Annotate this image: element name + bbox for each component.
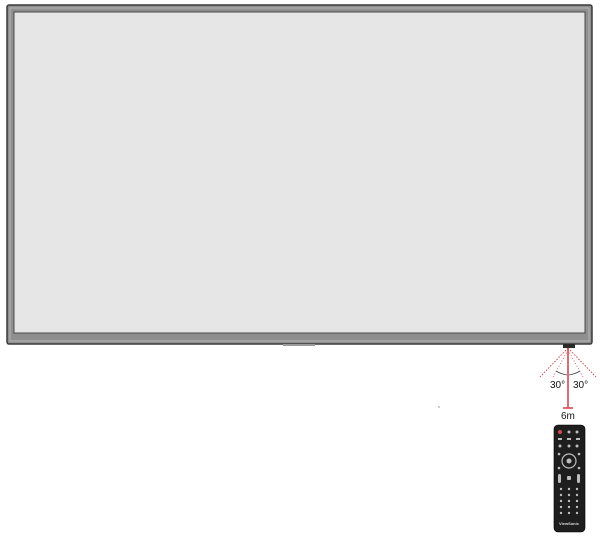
angle-arc-left <box>555 370 568 376</box>
remote-button <box>558 444 562 448</box>
number-pad <box>559 487 579 515</box>
remote-button <box>567 438 571 440</box>
remote-button <box>575 430 579 434</box>
remote-button <box>558 438 562 440</box>
volume-rocker <box>558 474 561 483</box>
number-key <box>559 487 563 491</box>
distance-label: 6m <box>561 411 575 422</box>
ir-sensor-window <box>563 344 575 348</box>
number-key <box>559 505 563 509</box>
remote-button <box>557 466 561 470</box>
number-key <box>575 487 579 491</box>
remote-button <box>577 452 581 456</box>
cone-right-edge <box>567 347 597 378</box>
remote-button <box>575 444 579 448</box>
number-key <box>567 499 571 503</box>
ir-reception-cone <box>539 347 597 409</box>
number-key <box>559 499 563 503</box>
channel-rocker <box>577 474 580 483</box>
remote-button <box>577 466 581 470</box>
number-key <box>567 511 571 515</box>
number-key <box>567 487 571 491</box>
remote-control: ViewSonic <box>553 424 586 533</box>
remote-button <box>567 476 571 480</box>
number-key <box>575 499 579 503</box>
angle-arc-right <box>568 370 581 376</box>
display-panel <box>6 4 593 346</box>
remote-button <box>567 430 571 434</box>
number-key <box>559 511 563 515</box>
stray-dot <box>438 406 440 408</box>
number-key <box>567 505 571 509</box>
remote-button <box>576 438 580 440</box>
cone-right-mid <box>567 349 584 378</box>
dpad-ring <box>561 453 577 469</box>
dpad-ok-button <box>566 458 572 464</box>
display-screen <box>13 11 586 334</box>
number-key <box>567 493 571 497</box>
remote-button <box>567 444 571 448</box>
display-bezel-inner-edge <box>9 7 590 342</box>
cone-left-edge <box>539 347 569 378</box>
number-key <box>575 493 579 497</box>
power-button-icon <box>558 430 562 434</box>
number-key <box>559 493 563 497</box>
display-bottom-tab <box>283 344 315 346</box>
angle-label-right: 30° <box>573 380 588 391</box>
remote-button <box>557 452 561 456</box>
number-key <box>575 511 579 515</box>
angle-label-left: 30° <box>550 380 565 391</box>
remote-brand-logo: ViewSonic <box>559 521 580 526</box>
cone-left-mid <box>552 349 569 378</box>
number-key <box>575 505 579 509</box>
